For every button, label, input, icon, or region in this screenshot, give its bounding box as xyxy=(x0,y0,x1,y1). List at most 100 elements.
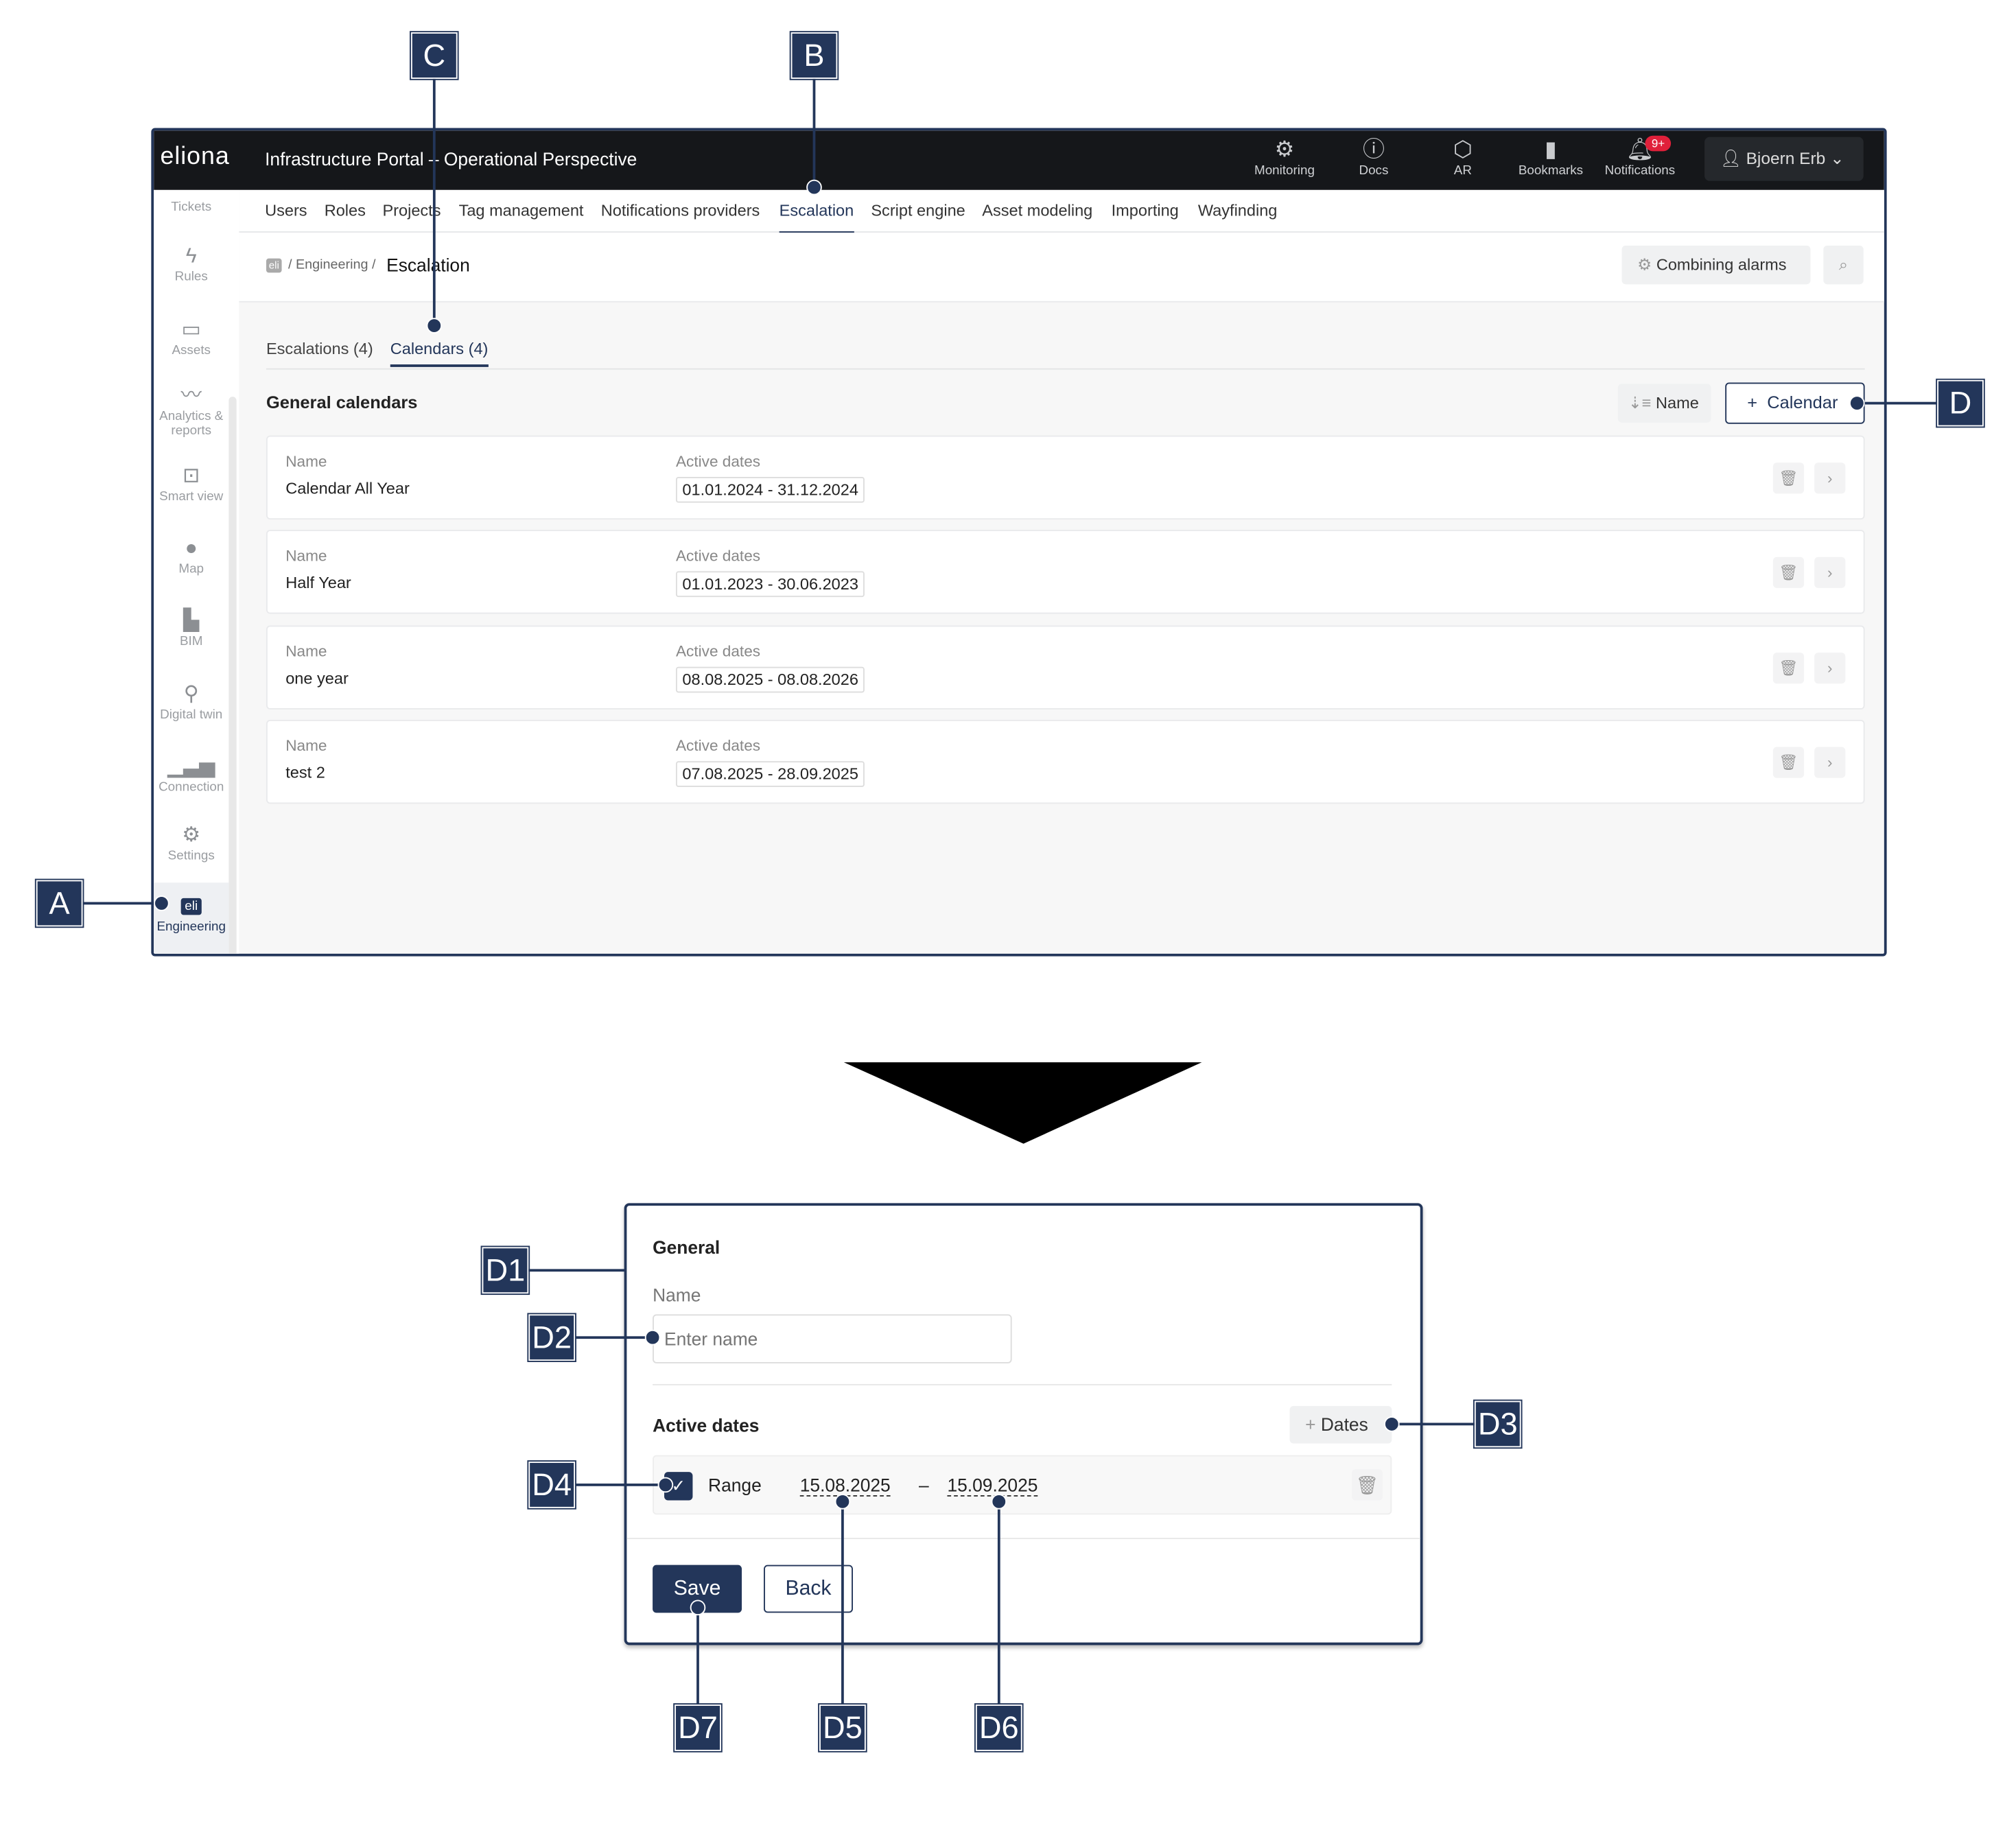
open-calendar-button[interactable]: › xyxy=(1814,652,1846,683)
sidebar-item-assets[interactable]: ▭Assets xyxy=(154,318,228,358)
delete-calendar-button[interactable]: 🗑︎ xyxy=(1772,652,1805,683)
sidebar-scrollbar[interactable] xyxy=(228,397,237,954)
name-label: Name xyxy=(285,736,327,755)
label: Engineering xyxy=(156,919,226,935)
delete-calendar-button[interactable]: 🗑︎ xyxy=(1772,557,1805,589)
eliona-logo[interactable]: eliona xyxy=(160,143,230,171)
combining-alarms-button[interactable]: ⚙ Combining alarms xyxy=(1621,245,1811,285)
gear-icon: ⚙ xyxy=(182,824,201,847)
active-dates-chip: 01.01.2023 - 30.06.2023 xyxy=(675,571,865,598)
tab-tag-management[interactable]: Tag management xyxy=(458,201,584,220)
calendar-card[interactable]: Name test 2 Active dates 07.08.2025 - 28… xyxy=(266,719,1865,804)
end-date-field[interactable]: 15.09.2025 xyxy=(947,1474,1038,1497)
back-button[interactable]: Back xyxy=(764,1565,853,1613)
sort-by-name-button[interactable]: ⇣≡ Name xyxy=(1617,384,1711,423)
breadcrumb-engineering[interactable]: Engineering xyxy=(295,257,368,273)
callout-line xyxy=(812,78,815,188)
callout-d6: D6 xyxy=(975,1704,1022,1751)
callout-line xyxy=(82,902,162,904)
subtab-calendars[interactable]: Calendars (4) xyxy=(390,340,489,367)
delete-calendar-button[interactable]: 🗑︎ xyxy=(1772,462,1805,494)
down-arrow-icon xyxy=(843,1062,1202,1144)
calendar-card[interactable]: Name Calendar All Year Active dates 01.0… xyxy=(266,435,1865,520)
trash-icon: 🗑︎ xyxy=(1355,1474,1379,1495)
divider xyxy=(266,368,1865,370)
user-icon: 👤︎ xyxy=(1720,148,1742,168)
building-icon: ▙ xyxy=(183,609,200,632)
tab-wayfinding[interactable]: Wayfinding xyxy=(1197,201,1278,220)
sidebar-item-tickets[interactable]: Tickets xyxy=(154,200,228,215)
ar-label: AR xyxy=(1453,164,1472,178)
subtab-escalations[interactable]: Escalations (4) xyxy=(266,340,373,358)
callout-d2: D2 xyxy=(528,1314,576,1361)
breadcrumb-home-icon[interactable]: eli xyxy=(266,258,282,273)
open-calendar-button[interactable]: › xyxy=(1814,747,1846,778)
sidebar-item-analytics[interactable]: 〰Analytics & reports xyxy=(154,384,228,438)
map-pin-icon: ● xyxy=(185,537,198,560)
user-menu[interactable]: 👤︎ Bjoern Erb ⌄ xyxy=(1704,137,1864,181)
calendar-card[interactable]: Name Half Year Active dates 01.01.2023 -… xyxy=(266,530,1865,615)
search-icon: ⌕ xyxy=(1838,255,1849,274)
calendar-card[interactable]: Name one year Active dates 08.08.2025 - … xyxy=(266,624,1865,710)
label: BIM xyxy=(179,634,203,649)
notification-badge: 9+ xyxy=(1645,135,1672,152)
sidebar-item-connection[interactable]: ▁▃▅Connection xyxy=(154,755,228,795)
tab-escalation[interactable]: Escalation xyxy=(779,201,854,234)
tab-importing[interactable]: Importing xyxy=(1111,201,1179,220)
callout-c: C xyxy=(410,32,458,79)
label: Settings xyxy=(167,849,215,864)
tab-script-engine[interactable]: Script engine xyxy=(871,201,965,220)
delete-calendar-button[interactable]: 🗑︎ xyxy=(1772,747,1805,778)
tab-asset-modeling[interactable]: Asset modeling xyxy=(982,201,1093,220)
tab-roles[interactable]: Roles xyxy=(324,201,366,220)
add-dates-button[interactable]: + Dates xyxy=(1289,1406,1392,1444)
main-nav: Users Roles Projects Tag management Noti… xyxy=(239,189,1884,234)
tab-projects[interactable]: Projects xyxy=(382,201,441,220)
add-calendar-button[interactable]: + Calendar xyxy=(1725,382,1865,424)
chevron-right-icon: › xyxy=(1827,658,1833,677)
callout-dot xyxy=(834,1494,851,1510)
active-dates-chip: 08.08.2025 - 08.08.2026 xyxy=(675,666,865,692)
delete-range-button[interactable]: 🗑︎ xyxy=(1351,1469,1383,1501)
signal-bars-icon: ▁▃▅ xyxy=(167,755,215,778)
chart-line-icon: 〰 xyxy=(180,385,202,408)
tab-users[interactable]: Users xyxy=(265,201,307,220)
gear-icon: ⚙ xyxy=(1637,255,1652,274)
monitoring-button[interactable]: ⚙Monitoring xyxy=(1239,136,1330,178)
trash-icon: 🗑︎ xyxy=(1779,563,1798,583)
search-button[interactable]: ⌕ xyxy=(1823,245,1864,285)
sidebar-item-map[interactable]: ●Map xyxy=(154,537,228,576)
monitoring-icon: ⚙ xyxy=(1274,137,1295,162)
callout-dot xyxy=(1384,1416,1400,1432)
open-calendar-button[interactable]: › xyxy=(1814,462,1846,494)
callout-d: D xyxy=(1937,379,1984,427)
sidebar-item-digital-twin[interactable]: ⚲Digital twin xyxy=(154,682,228,722)
active-dates-chip: 07.08.2025 - 28.09.2025 xyxy=(675,761,865,787)
trash-icon: 🗑︎ xyxy=(1779,658,1798,677)
callout-dot xyxy=(1849,395,1865,411)
tab-notifications-providers[interactable]: Notifications providers xyxy=(600,201,760,220)
devices-icon: ▭ xyxy=(181,319,201,342)
name-input[interactable] xyxy=(653,1314,1012,1363)
sidebar-item-bim[interactable]: ▙ BIM xyxy=(154,609,228,648)
open-calendar-button[interactable]: › xyxy=(1814,557,1846,589)
docs-label: Docs xyxy=(1359,164,1389,178)
name-label: Name xyxy=(285,642,327,660)
info-icon: ⓘ xyxy=(1362,137,1385,162)
ar-button[interactable]: ⬡AR xyxy=(1418,136,1508,178)
start-date-field[interactable]: 15.08.2025 xyxy=(799,1474,891,1497)
sidebar-item-settings[interactable]: ⚙ Settings xyxy=(154,823,228,863)
active-dates-heading: Active dates xyxy=(653,1415,760,1436)
notifications-button[interactable]: 🔔︎9+Notifications xyxy=(1595,135,1685,178)
bookmarks-button[interactable]: ▮Bookmarks xyxy=(1505,136,1596,178)
sidebar-item-smart-view[interactable]: ⊡Smart view xyxy=(154,464,228,504)
name-label: Name xyxy=(285,452,327,471)
digital-twin-icon: ⚲ xyxy=(183,683,199,706)
callout-line xyxy=(575,1336,653,1339)
callout-line xyxy=(997,1501,1000,1705)
callout-line xyxy=(432,78,435,326)
bell-icon: 🔔︎ xyxy=(1626,137,1654,162)
